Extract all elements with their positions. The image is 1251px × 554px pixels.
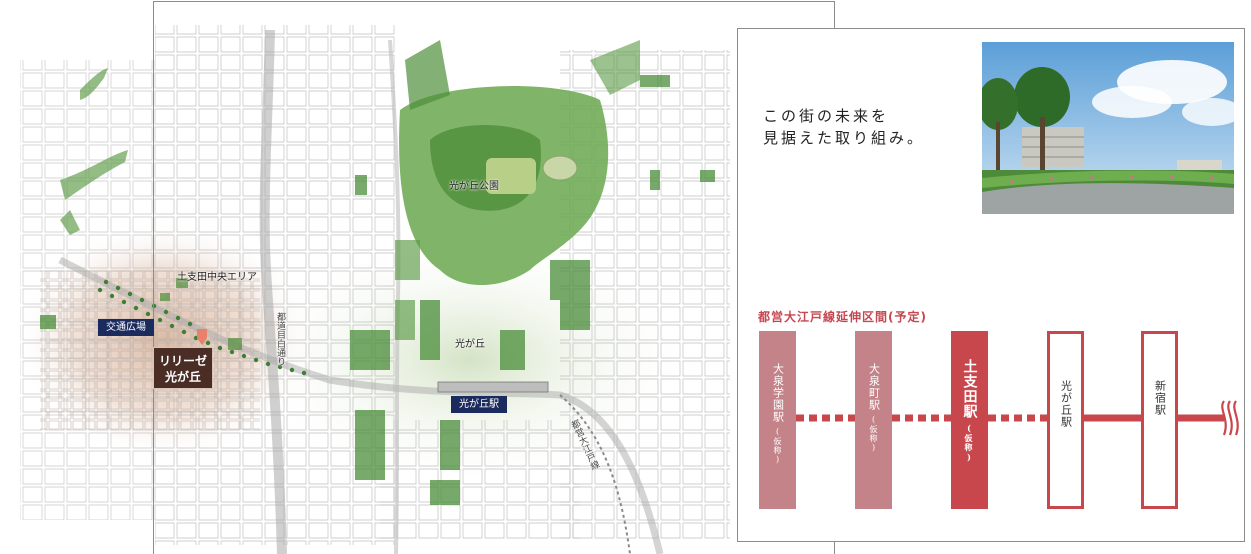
route-title: 都営大江戸線延伸区間(予定) xyxy=(758,310,927,324)
station-note: (仮称) xyxy=(773,427,782,465)
park-label: 光が丘公園 xyxy=(449,181,499,192)
tsuchiota-area-label: 土支田中央エリア xyxy=(177,272,257,283)
headline-line2: 見据えた取り組み。 xyxy=(763,129,926,147)
headline-line1: この街の未来を xyxy=(763,107,890,125)
route-line xyxy=(796,400,1239,436)
station-name: 土支田駅 xyxy=(961,359,978,419)
continuation-wave-icon xyxy=(1221,400,1239,436)
station-shinjuku[interactable]: 新宿駅 xyxy=(1141,331,1178,509)
station-doshida[interactable]: 土支田駅 (仮称) xyxy=(951,331,988,509)
station-name: 大泉町駅 xyxy=(867,363,881,411)
headline: この街の未来を 見据えた取り組み。 xyxy=(763,105,925,149)
info-panel: この街の未来を 見据えた取り組み。 都営大江戸線延伸区間 xyxy=(737,28,1245,542)
station-name: 光が丘駅 xyxy=(1059,380,1073,428)
kotsu-hiroba-tag: 交通広場 xyxy=(98,319,154,336)
station-name: 大泉学園駅 xyxy=(771,363,785,423)
hikarigaoka-station-tag: 光が丘駅 xyxy=(451,396,507,413)
station-note: (仮称) xyxy=(964,423,974,463)
station-oizumi-machi[interactable]: 大泉町駅 (仮称) xyxy=(855,331,892,509)
property-name-line1: リリーゼ xyxy=(158,354,207,368)
station-hikarigaoka[interactable]: 光が丘駅 xyxy=(1047,331,1084,509)
map-illustration xyxy=(15,25,730,554)
property-label[interactable]: リリーゼ 光が丘 xyxy=(153,347,213,389)
station-name: 新宿駅 xyxy=(1153,380,1167,416)
station-oizumi-gakuen[interactable]: 大泉学園駅 (仮称) xyxy=(759,331,796,509)
town-photo xyxy=(982,42,1234,214)
station-note: (仮称) xyxy=(869,415,878,453)
hikarigaoka-label: 光が丘 xyxy=(455,339,485,350)
road-label: 都道目白通り xyxy=(275,312,285,366)
area-map: 光が丘公園 光が丘 土支田中央エリア 都道目白通り 都営大江戸線 交通広場 光が… xyxy=(15,1,835,554)
property-pin-icon xyxy=(197,329,207,345)
property-name-line2: 光が丘 xyxy=(164,370,201,384)
